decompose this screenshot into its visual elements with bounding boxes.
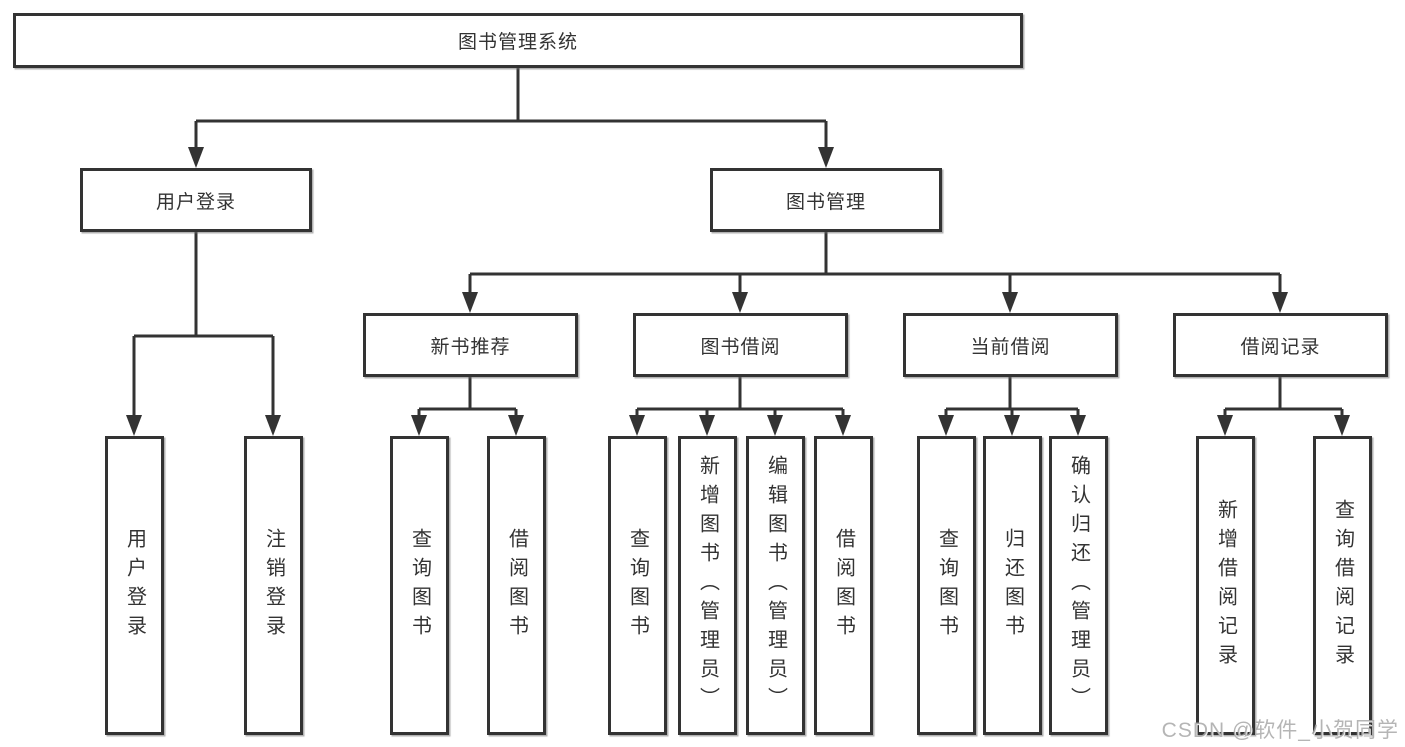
leaf-logout-login: 注销登录 bbox=[244, 436, 303, 735]
arrow-icon bbox=[411, 415, 427, 436]
arrow-icon bbox=[732, 292, 748, 313]
arrow-icon bbox=[126, 415, 142, 436]
arrow-icon bbox=[629, 415, 645, 436]
arrowheads bbox=[126, 147, 1350, 436]
leaf-borrow-book: 借阅图书 bbox=[814, 436, 873, 735]
arrow-icon bbox=[188, 147, 204, 168]
node-library-management-system: 图书管理系统 bbox=[13, 13, 1023, 68]
node-new-book-recommend: 新书推荐 bbox=[363, 313, 578, 377]
arrow-icon bbox=[1070, 415, 1086, 436]
node-borrow-records: 借阅记录 bbox=[1173, 313, 1388, 377]
arrow-icon bbox=[767, 415, 783, 436]
node-book-borrow: 图书借阅 bbox=[633, 313, 848, 377]
node-book-management: 图书管理 bbox=[710, 168, 942, 232]
arrow-icon bbox=[1004, 415, 1020, 436]
leaf-add-borrow-record: 新增借阅记录 bbox=[1196, 436, 1255, 735]
leaf-query-borrow-record: 查询借阅记录 bbox=[1313, 436, 1372, 735]
leaf-recommend-borrow-book: 借阅图书 bbox=[487, 436, 546, 735]
leaf-add-book-admin: 新增图书（管理员） bbox=[678, 436, 737, 735]
arrow-icon bbox=[818, 147, 834, 168]
leaf-user-login: 用户登录 bbox=[105, 436, 164, 735]
arrow-icon bbox=[699, 415, 715, 436]
node-current-borrow: 当前借阅 bbox=[903, 313, 1118, 377]
arrow-icon bbox=[835, 415, 851, 436]
leaf-recommend-query-book: 查询图书 bbox=[390, 436, 449, 735]
leaf-confirm-return-admin: 确认归还（管理员） bbox=[1049, 436, 1108, 735]
leaf-borrow-query-book: 查询图书 bbox=[608, 436, 667, 735]
arrow-icon bbox=[462, 292, 478, 313]
arrow-icon bbox=[1002, 292, 1018, 313]
leaf-current-query-book: 查询图书 bbox=[917, 436, 976, 735]
arrow-icon bbox=[1217, 415, 1233, 436]
leaf-edit-book-admin: 编辑图书（管理员） bbox=[746, 436, 805, 735]
leaf-return-book: 归还图书 bbox=[983, 436, 1042, 735]
node-user-login: 用户登录 bbox=[80, 168, 312, 232]
arrow-icon bbox=[265, 415, 281, 436]
connector-path bbox=[132, 68, 1344, 420]
arrow-icon bbox=[508, 415, 524, 436]
arrow-icon bbox=[1272, 292, 1288, 313]
arrow-icon bbox=[1334, 415, 1350, 436]
csdn-watermark: CSDN @软件_小贺同学 bbox=[1161, 719, 1399, 742]
arrow-icon bbox=[938, 415, 954, 436]
